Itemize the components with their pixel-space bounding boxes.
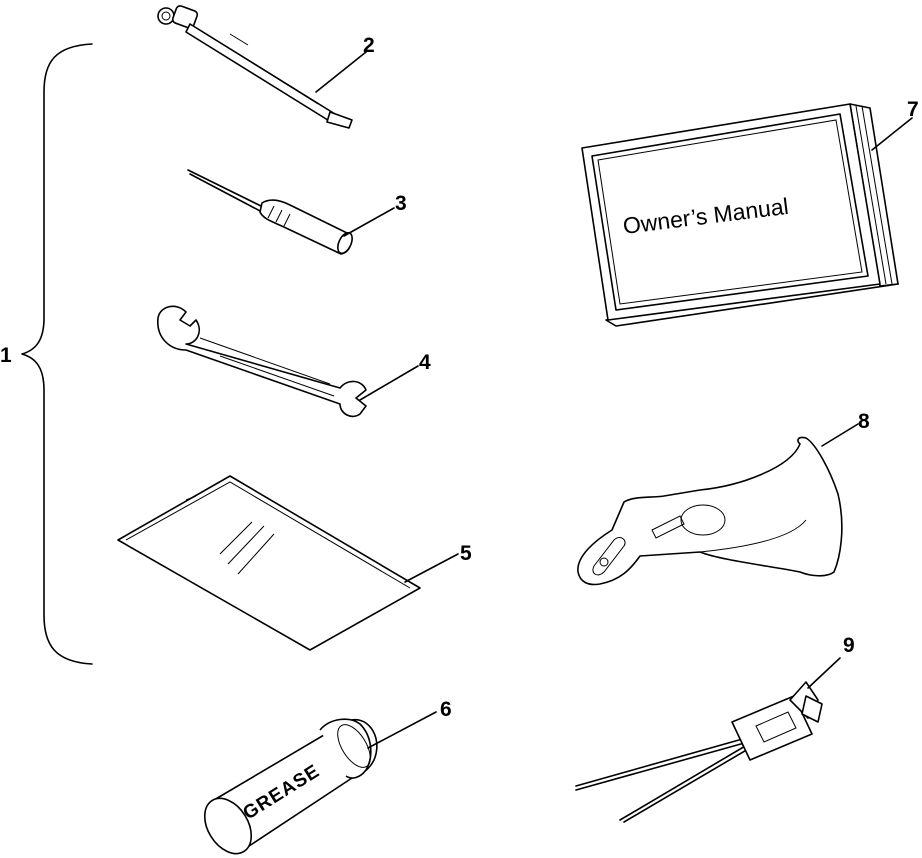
callout-7: 7 [907, 98, 919, 121]
callout-3: 3 [395, 192, 407, 215]
owners-manual: Owner’s Manual [581, 103, 913, 327]
callout-2: 2 [363, 34, 375, 57]
bracket-item-8 [577, 423, 859, 586]
callout-6: 6 [440, 698, 452, 721]
tool-item-5 [117, 475, 459, 651]
tool-item-3 [187, 169, 395, 255]
leader-7 [871, 117, 913, 151]
leader-6 [367, 711, 437, 749]
callout-5: 5 [460, 542, 472, 565]
leader-8 [821, 423, 859, 447]
callout-1: 1 [0, 344, 12, 367]
leader-2 [315, 51, 367, 93]
tool-kit-bracket [21, 43, 93, 665]
leader-5 [404, 553, 459, 583]
callout-4: 4 [419, 351, 431, 374]
tool-item-2 [157, 5, 367, 129]
leader-3 [343, 207, 395, 237]
callout-8: 8 [858, 410, 870, 433]
tool-item-6: GREASE [203, 711, 437, 855]
connector-item-9 [575, 657, 841, 823]
leader-4 [359, 365, 419, 401]
callout-9: 9 [843, 634, 855, 657]
tool-item-4 [157, 305, 419, 418]
leader-9 [807, 657, 841, 689]
